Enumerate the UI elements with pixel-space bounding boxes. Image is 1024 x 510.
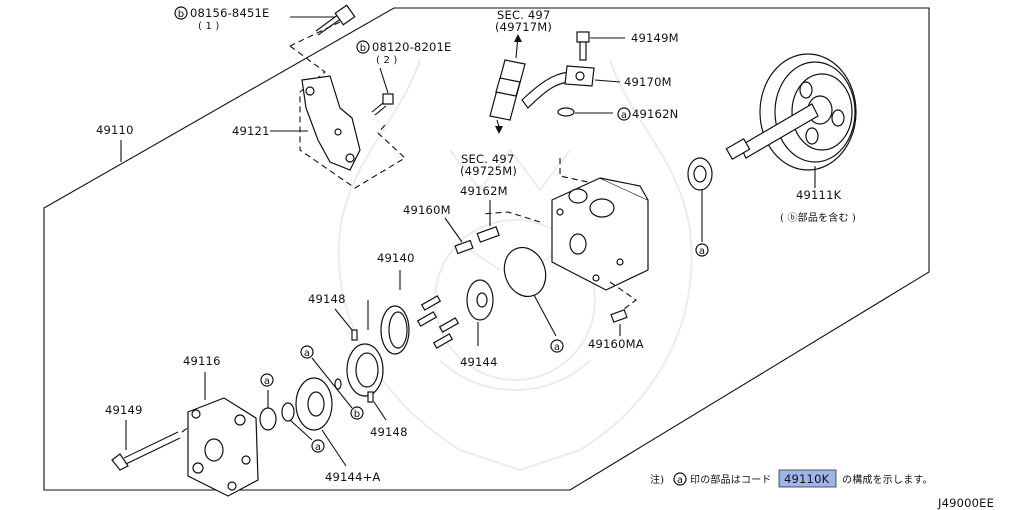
oring-49162n — [557, 107, 575, 117]
seal-ring — [687, 157, 713, 191]
label-49162m: 49162M — [460, 184, 508, 198]
small-oring — [281, 402, 295, 422]
pulley-49111k — [725, 53, 857, 171]
label-08156: 08156-8451E — [190, 6, 269, 20]
footnote-code-highlight — [778, 469, 837, 488]
label-08120: 08120-8201E — [372, 40, 451, 54]
oring-49162m — [476, 226, 500, 243]
label-49116: 49116 — [183, 354, 221, 368]
footnote-code: 49110K — [784, 472, 830, 486]
label-49110: 49110 — [96, 123, 134, 137]
pin-bottom — [367, 391, 374, 403]
bracket-part — [301, 75, 361, 171]
footnote-mark: a — [677, 475, 683, 486]
assembly-outline — [43, 7, 930, 491]
large-oring — [503, 246, 547, 298]
pressure-pipe — [489, 59, 595, 121]
label-49111k-note: ( ⓑ部品を含む ) — [780, 211, 856, 224]
cover-seal — [259, 407, 277, 431]
label-49111k: 49111K — [796, 188, 842, 202]
callout-a-seal2: a — [264, 376, 270, 387]
bolt-49149 — [111, 431, 181, 471]
callout-a-oring: a — [554, 342, 560, 353]
footnote-text-after: の構成を示します。 — [842, 473, 933, 486]
label-49160ma: 49160MA — [588, 337, 644, 351]
label-49144a: 49144+A — [325, 470, 381, 484]
label-49162n: 49162N — [632, 107, 678, 121]
cam-ring — [346, 343, 384, 397]
pump-body — [551, 158, 649, 291]
label-49170m: 49170M — [624, 75, 672, 89]
bolt-49149m — [576, 31, 590, 61]
callout-b-cam: b — [354, 409, 361, 420]
footnote-prefix: 注) — [650, 473, 664, 486]
bracket-group — [289, 21, 406, 189]
callout-b2-circle — [356, 40, 370, 54]
label-08156-qty: ( 1 ) — [198, 21, 220, 32]
diagram-id: J49000EE — [937, 496, 994, 510]
callout-a-49162n: a — [621, 110, 627, 121]
label-sec-lower: SEC. 497 — [461, 152, 514, 166]
label-49149: 49149 — [105, 403, 143, 417]
side-plate — [295, 377, 333, 431]
label-sec-lower-sub: (49725M) — [460, 164, 517, 178]
label-sec-upper-sub: (49717M) — [495, 20, 552, 34]
label-49140: 49140 — [377, 251, 415, 265]
spring-49160m — [454, 239, 474, 255]
callout-b-text: b — [178, 9, 185, 20]
label-49160m: 49160M — [403, 203, 451, 217]
label-49148-bottom: 49148 — [370, 425, 408, 439]
callout-a-plate: a — [315, 442, 321, 453]
footnote-text-before: 印の部品はコード — [690, 473, 772, 486]
label-49149m: 49149M — [631, 31, 679, 45]
callout-a-cam: a — [304, 348, 310, 359]
bolt-08120 — [371, 67, 394, 116]
pin-top — [351, 329, 358, 341]
callout-b-circle — [174, 6, 188, 20]
label-49148-top: 49148 — [308, 292, 346, 306]
rotor-vanes — [380, 295, 460, 355]
rotor-49144 — [466, 279, 494, 321]
spring-49160ma — [610, 309, 628, 323]
label-sec-upper: SEC. 497 — [497, 8, 550, 22]
callout-b2-text: b — [360, 43, 367, 54]
label-49121: 49121 — [232, 124, 270, 138]
callout-a-seal: a — [699, 246, 705, 257]
label-08120-qty: ( 2 ) — [376, 55, 398, 66]
bolt-08156 — [290, 4, 356, 36]
front-cover — [187, 397, 259, 497]
label-49144: 49144 — [460, 355, 498, 369]
